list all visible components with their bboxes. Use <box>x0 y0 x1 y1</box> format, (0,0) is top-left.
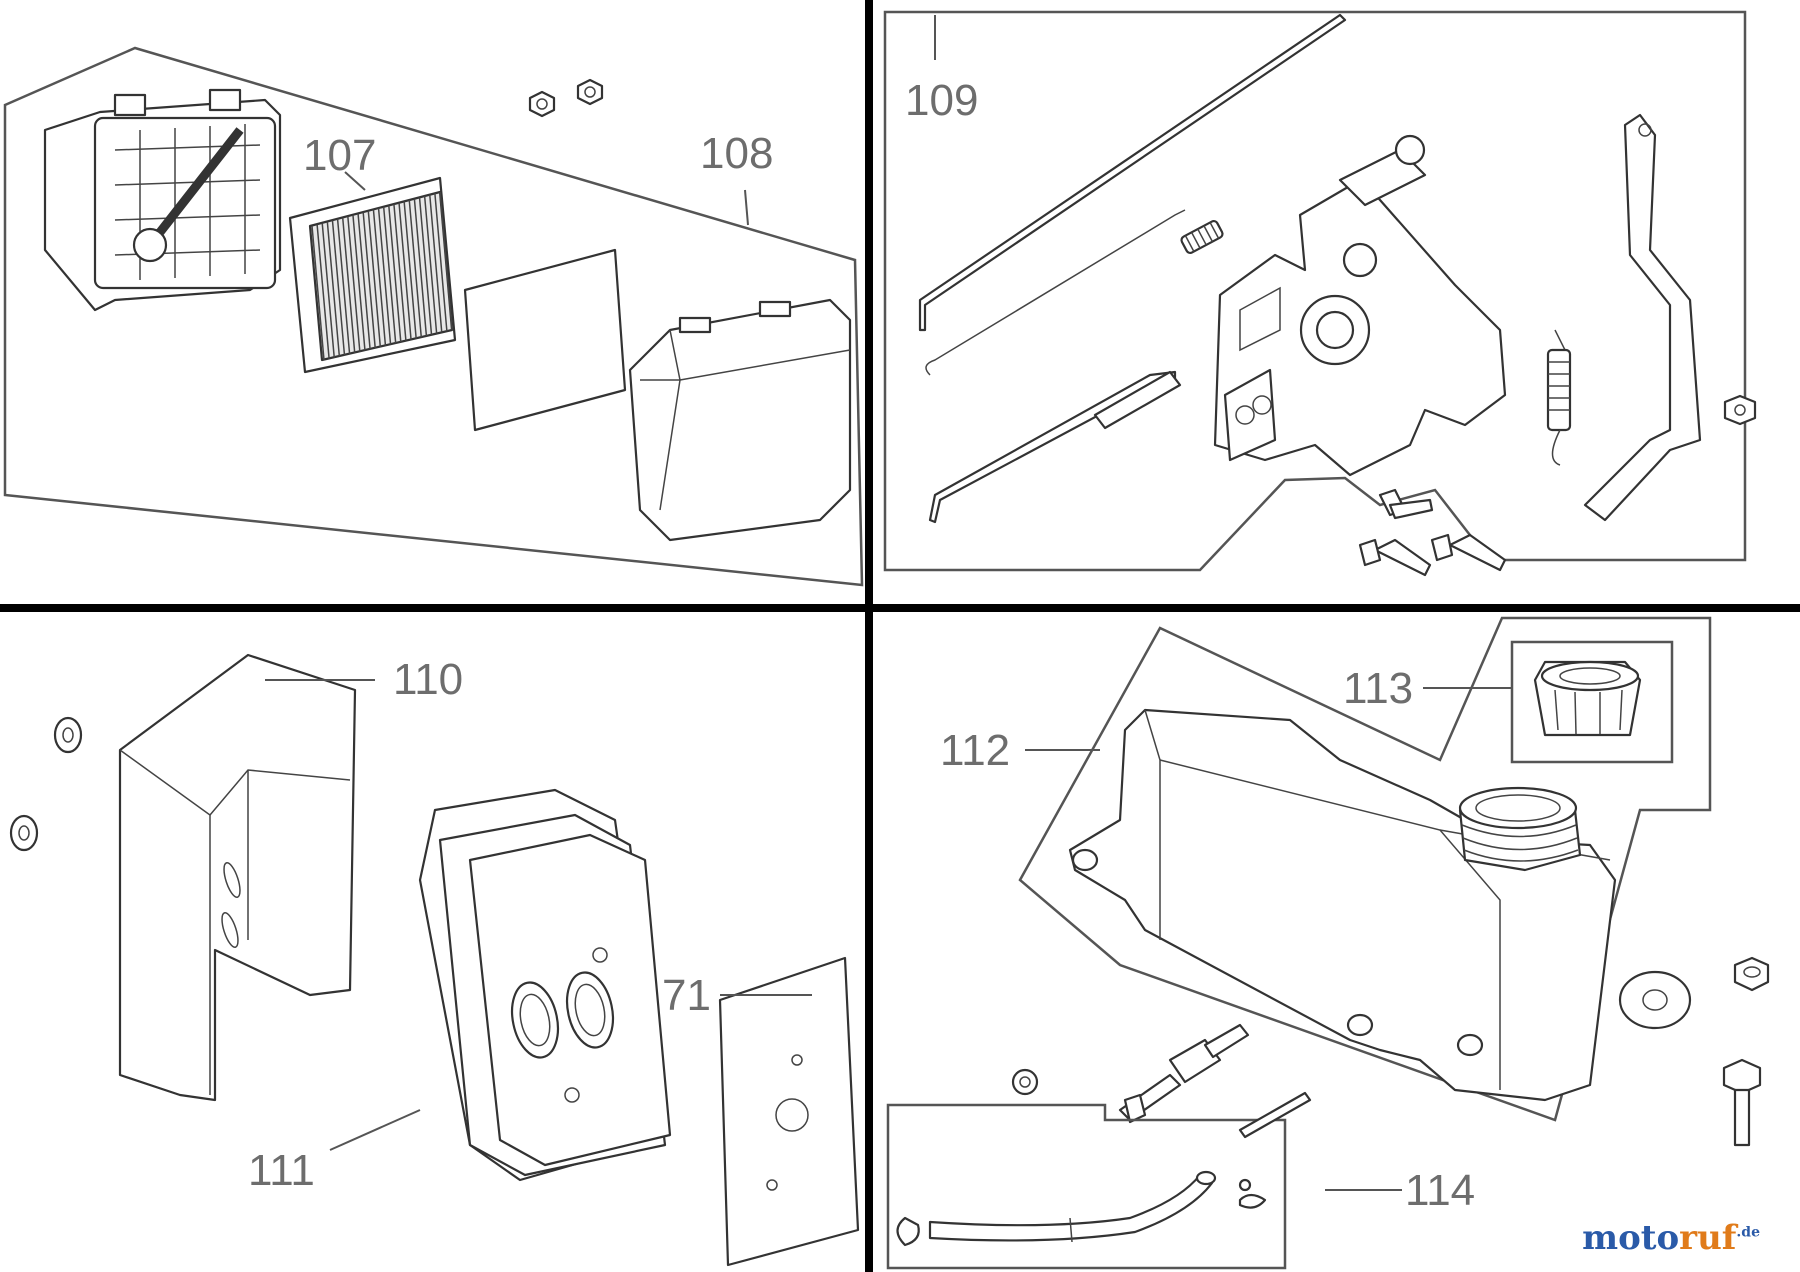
fuel-tank-group: 112 113 114 <box>886 616 1770 1270</box>
fuel-pin <box>1238 1091 1312 1139</box>
coil-spring <box>1180 219 1224 255</box>
logo-part-1: moto <box>1582 1218 1680 1258</box>
leader-111 <box>329 1109 421 1151</box>
governor-linkage-group: 109 <box>883 10 1757 577</box>
label-113: 113 <box>1343 664 1413 713</box>
filter-cover <box>628 298 852 542</box>
leader-108 <box>744 189 749 226</box>
air-filter-frame <box>3 46 864 587</box>
watermark-logo: motoruf.de <box>1582 1218 1760 1258</box>
flange-nuts <box>9 716 83 852</box>
muffler-group: 110 111 71 <box>9 653 860 1267</box>
tank-nut <box>1733 956 1770 992</box>
label-71: 71 <box>662 971 711 1020</box>
logo-part-2: ruf <box>1679 1218 1737 1258</box>
label-112: 112 <box>940 726 1010 775</box>
fuel-cap <box>1533 660 1642 737</box>
paper-filter-element <box>288 176 457 374</box>
label-114: 114 <box>1405 1166 1475 1215</box>
fuel-valve <box>1118 1023 1250 1124</box>
label-109: 109 <box>905 76 978 125</box>
throttle-rod <box>918 13 1347 332</box>
hose-clamp <box>896 1178 1267 1247</box>
tank-washer <box>1618 970 1692 1030</box>
foam-pre-filter <box>463 248 627 432</box>
fuel-tank <box>1068 708 1617 1102</box>
label-108: 108 <box>700 129 773 178</box>
governor-arm <box>1583 113 1702 522</box>
governor-spring <box>1546 329 1572 466</box>
tank-bolt <box>1722 1058 1762 1147</box>
vertical-divider <box>865 0 873 1272</box>
governor-bracket <box>1213 134 1507 477</box>
label-111: 111 <box>248 1146 315 1195</box>
fuel-line <box>928 1170 1217 1243</box>
bracket-bolts <box>1358 488 1507 577</box>
muffler-body <box>418 788 672 1182</box>
fuel-cap-box <box>1510 640 1674 764</box>
label-107: 107 <box>303 131 376 180</box>
valve-clip <box>1011 1068 1039 1096</box>
arm-nut <box>1723 394 1757 426</box>
muffler-gasket <box>718 956 860 1267</box>
return-spring-wire <box>925 209 1186 376</box>
label-110: 110 <box>393 655 463 704</box>
linkage-frame <box>883 10 1747 572</box>
air-filter-group: 107 108 <box>3 46 864 587</box>
logo-suffix: .de <box>1736 1224 1760 1241</box>
fuel-line-frame <box>886 1103 1287 1270</box>
leader-107 <box>344 171 366 191</box>
air-filter-base <box>43 88 282 312</box>
nut-pair <box>528 78 604 118</box>
choke-rod-end <box>1093 370 1182 430</box>
horizontal-divider <box>0 604 1800 612</box>
